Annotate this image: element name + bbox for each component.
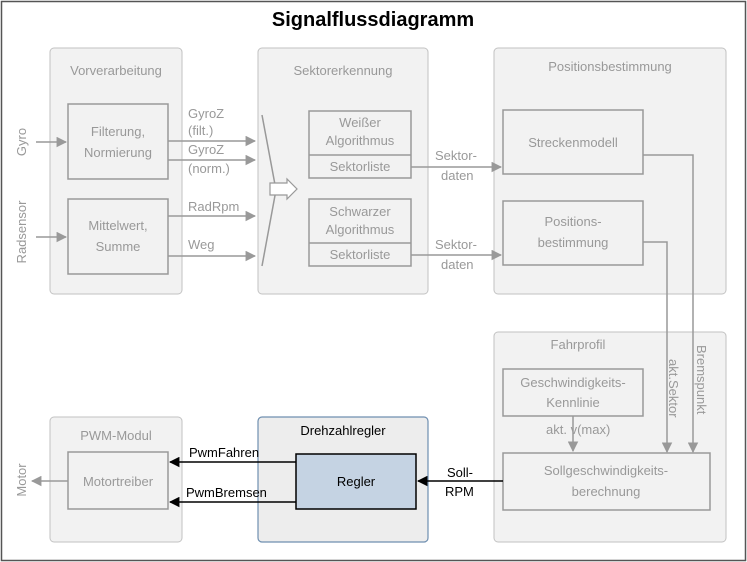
- merge-arrow: [269, 177, 298, 201]
- signal-pwm-fahren: PwmFahren: [189, 445, 259, 460]
- signal-soll-rpm-2: RPM: [445, 484, 474, 499]
- block-streckenmodell: Streckenmodell: [502, 109, 644, 175]
- block-label-1: Geschwindigkeits-: [520, 375, 626, 390]
- sektorliste-label: Sektorliste: [330, 159, 391, 174]
- block-label-2: Kennlinie: [546, 395, 600, 410]
- gray-arrows: [30, 114, 699, 487]
- module-title: Vorverarbeitung: [70, 63, 162, 78]
- signal-akt-sektor: akt.Sektor: [666, 359, 681, 418]
- block-filterung: Filterung, Normierung: [67, 103, 169, 180]
- block-label-1: Positions-: [544, 214, 601, 229]
- block-label-2: Summe: [96, 239, 141, 254]
- block-weisser-algorithmus: Weißer Algorithmus Sektorliste: [308, 110, 412, 179]
- block-label: Regler: [337, 474, 376, 489]
- block-label-2: berechnung: [572, 484, 641, 499]
- block-label-2: Normierung: [84, 145, 152, 160]
- module-title: Sektorerkennung: [293, 63, 392, 78]
- block-mittelwert: Mittelwert, Summe: [67, 198, 169, 275]
- arrow-bremspunkt: [643, 154, 699, 454]
- module-title: Drehzahlregler: [300, 423, 386, 438]
- block-label: Motortreiber: [83, 474, 154, 489]
- block-label: Streckenmodell: [528, 135, 618, 150]
- block-label-2: bestimmung: [538, 235, 609, 250]
- signal-bremspunkt: Bremspunkt: [694, 345, 709, 415]
- input-radsensor: Radsensor: [14, 200, 29, 264]
- sektorliste-label: Sektorliste: [330, 247, 391, 262]
- signal-gyroz-filt-2: (filt.): [188, 123, 213, 138]
- block-label-2: Algorithmus: [326, 222, 395, 237]
- signal-sektordaten-1b: daten: [441, 168, 474, 183]
- block-motortreiber: Motortreiber: [67, 451, 169, 510]
- diagram-title: Signalflussdiagramm: [272, 9, 474, 31]
- input-gyro: Gyro: [14, 128, 29, 156]
- signal-akt-vmax: akt. v(max): [546, 422, 610, 437]
- output-motor: Motor: [14, 463, 29, 497]
- signal-gyroz-norm-1: GyroZ: [188, 142, 224, 157]
- signal-sektordaten-1a: Sektor-: [435, 148, 477, 163]
- block-label-1: Mittelwert,: [88, 218, 147, 233]
- signal-sektordaten-2a: Sektor-: [435, 237, 477, 252]
- block-schwarzer-algorithmus: Schwarzer Algorithmus Sektorliste: [308, 198, 412, 267]
- black-arrows: [168, 456, 503, 508]
- signal-sektordaten-2b: daten: [441, 257, 474, 272]
- signal-weg: Weg: [188, 237, 215, 252]
- block-label-1: Sollgeschwindigkeits-: [544, 463, 668, 478]
- signal-gyroz-filt-1: GyroZ: [188, 106, 224, 121]
- signal-radrpm: RadRpm: [188, 199, 239, 214]
- block-label-1: Weißer: [339, 115, 381, 130]
- arrow-akt-sektor: [643, 241, 673, 454]
- block-label-2: Algorithmus: [326, 133, 395, 148]
- block-label-1: Schwarzer: [329, 204, 391, 219]
- block-label-1: Filterung,: [91, 124, 145, 139]
- block-positionsbestimmung: Positions- bestimmung: [502, 200, 644, 266]
- block-regler: Regler: [295, 453, 417, 510]
- block-sollgeschwindigkeitsberechnung: Sollgeschwindigkeits- berechnung: [502, 452, 711, 511]
- signal-soll-rpm-1: Soll-: [447, 465, 473, 480]
- module-title: Positionsbestimmung: [548, 59, 672, 74]
- signal-gyroz-norm-2: (norm.): [188, 161, 230, 176]
- block-geschwindigkeits-kennlinie: Geschwindigkeits- Kennlinie: [502, 368, 644, 417]
- signal-pwm-bremsen: PwmBremsen: [186, 485, 267, 500]
- module-title: PWM-Modul: [80, 428, 152, 443]
- module-title: Fahrprofil: [551, 337, 606, 352]
